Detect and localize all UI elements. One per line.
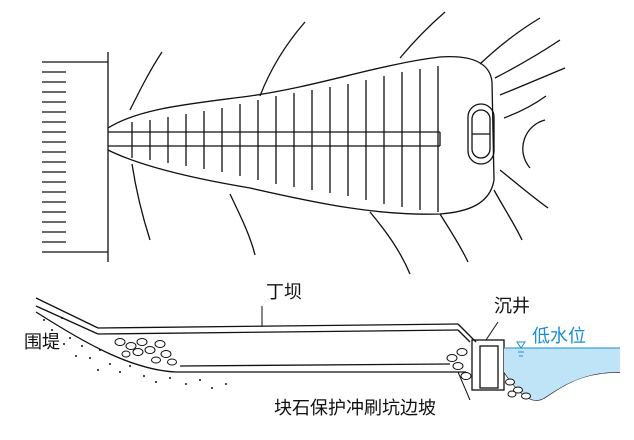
- label-low-water-level: 低水位: [532, 326, 586, 347]
- bank-ticks: [42, 61, 108, 253]
- scour-pit-outline: [107, 56, 495, 215]
- dike-bottom: [179, 363, 451, 367]
- label-spur-dike: 丁坝: [266, 282, 302, 303]
- label-levee: 围堤: [24, 332, 60, 353]
- label-caisson: 沉井: [494, 296, 530, 317]
- contour-lines: [129, 11, 566, 275]
- riprap-stones: [114, 338, 531, 400]
- soil-dots: [43, 317, 227, 389]
- water-level-symbol: [516, 341, 526, 357]
- caisson-section: [471, 339, 505, 391]
- leader-caisson: [485, 321, 499, 341]
- caisson-plan: [467, 103, 495, 165]
- leader-riprap: [457, 371, 471, 401]
- dike-crest: [97, 323, 459, 329]
- label-riprap-scour-slope: 块石保护冲刷坑边坡: [274, 398, 436, 419]
- levee-slope: [35, 311, 177, 373]
- water-body: [504, 348, 620, 401]
- levee-top-line: [35, 297, 99, 329]
- dike-ticks: [131, 66, 439, 212]
- plan-view: [42, 11, 566, 275]
